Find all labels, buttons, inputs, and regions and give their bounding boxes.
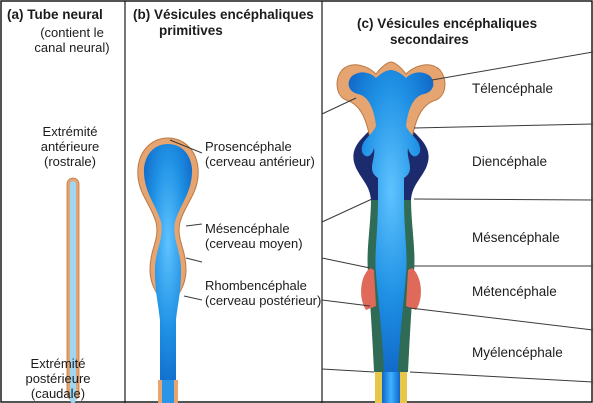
panel-b-title-line-1: (b) Vésicules encéphaliques	[133, 7, 314, 23]
metencephalon-label: Métencéphale	[472, 284, 557, 299]
secondary-vesicles-c	[337, 62, 445, 403]
prosencephalon-label: Prosencéphale	[205, 139, 292, 154]
panel-c-title-line-1: (c) Vésicules encéphaliques	[357, 16, 537, 32]
mesencephalon-primary-label: Mésencéphale	[205, 221, 290, 236]
posterior-end-line-1: Extrémité	[8, 356, 108, 371]
telencephalon-label: Télencéphale	[472, 81, 553, 96]
panel-a-subtitle-line-2: canal neural)	[22, 40, 122, 55]
primitive-vesicles-b	[138, 138, 198, 403]
panel-a-subtitle-line-1: (contient le	[22, 25, 122, 40]
mesencephalon-primary-gloss: (cerveau moyen)	[205, 236, 303, 251]
panel-b-title-line-2: primitives	[159, 23, 223, 39]
panel-a-title: (a) Tube neural	[7, 7, 103, 23]
rhombencephalon-label: Rhombencéphale	[205, 278, 307, 293]
anterior-end-line-1: Extrémité	[20, 124, 120, 139]
anterior-end-line-2: antérieure	[20, 139, 120, 154]
diencephalon-label: Diencéphale	[472, 154, 547, 169]
posterior-end-line-3: (caudale)	[8, 386, 108, 401]
posterior-end-line-2: postérieure	[8, 371, 108, 386]
rhombencephalon-gloss: (cerveau postérieur)	[205, 293, 321, 308]
prosencephalon-gloss: (cerveau antérieur)	[205, 154, 315, 169]
myelencephalon-label: Myélencéphale	[472, 345, 563, 360]
mesencephalon-secondary-label: Mésencéphale	[472, 230, 560, 245]
anterior-end-line-3: (rostrale)	[20, 154, 120, 169]
panel-c-title-line-2: secondaires	[390, 32, 469, 48]
